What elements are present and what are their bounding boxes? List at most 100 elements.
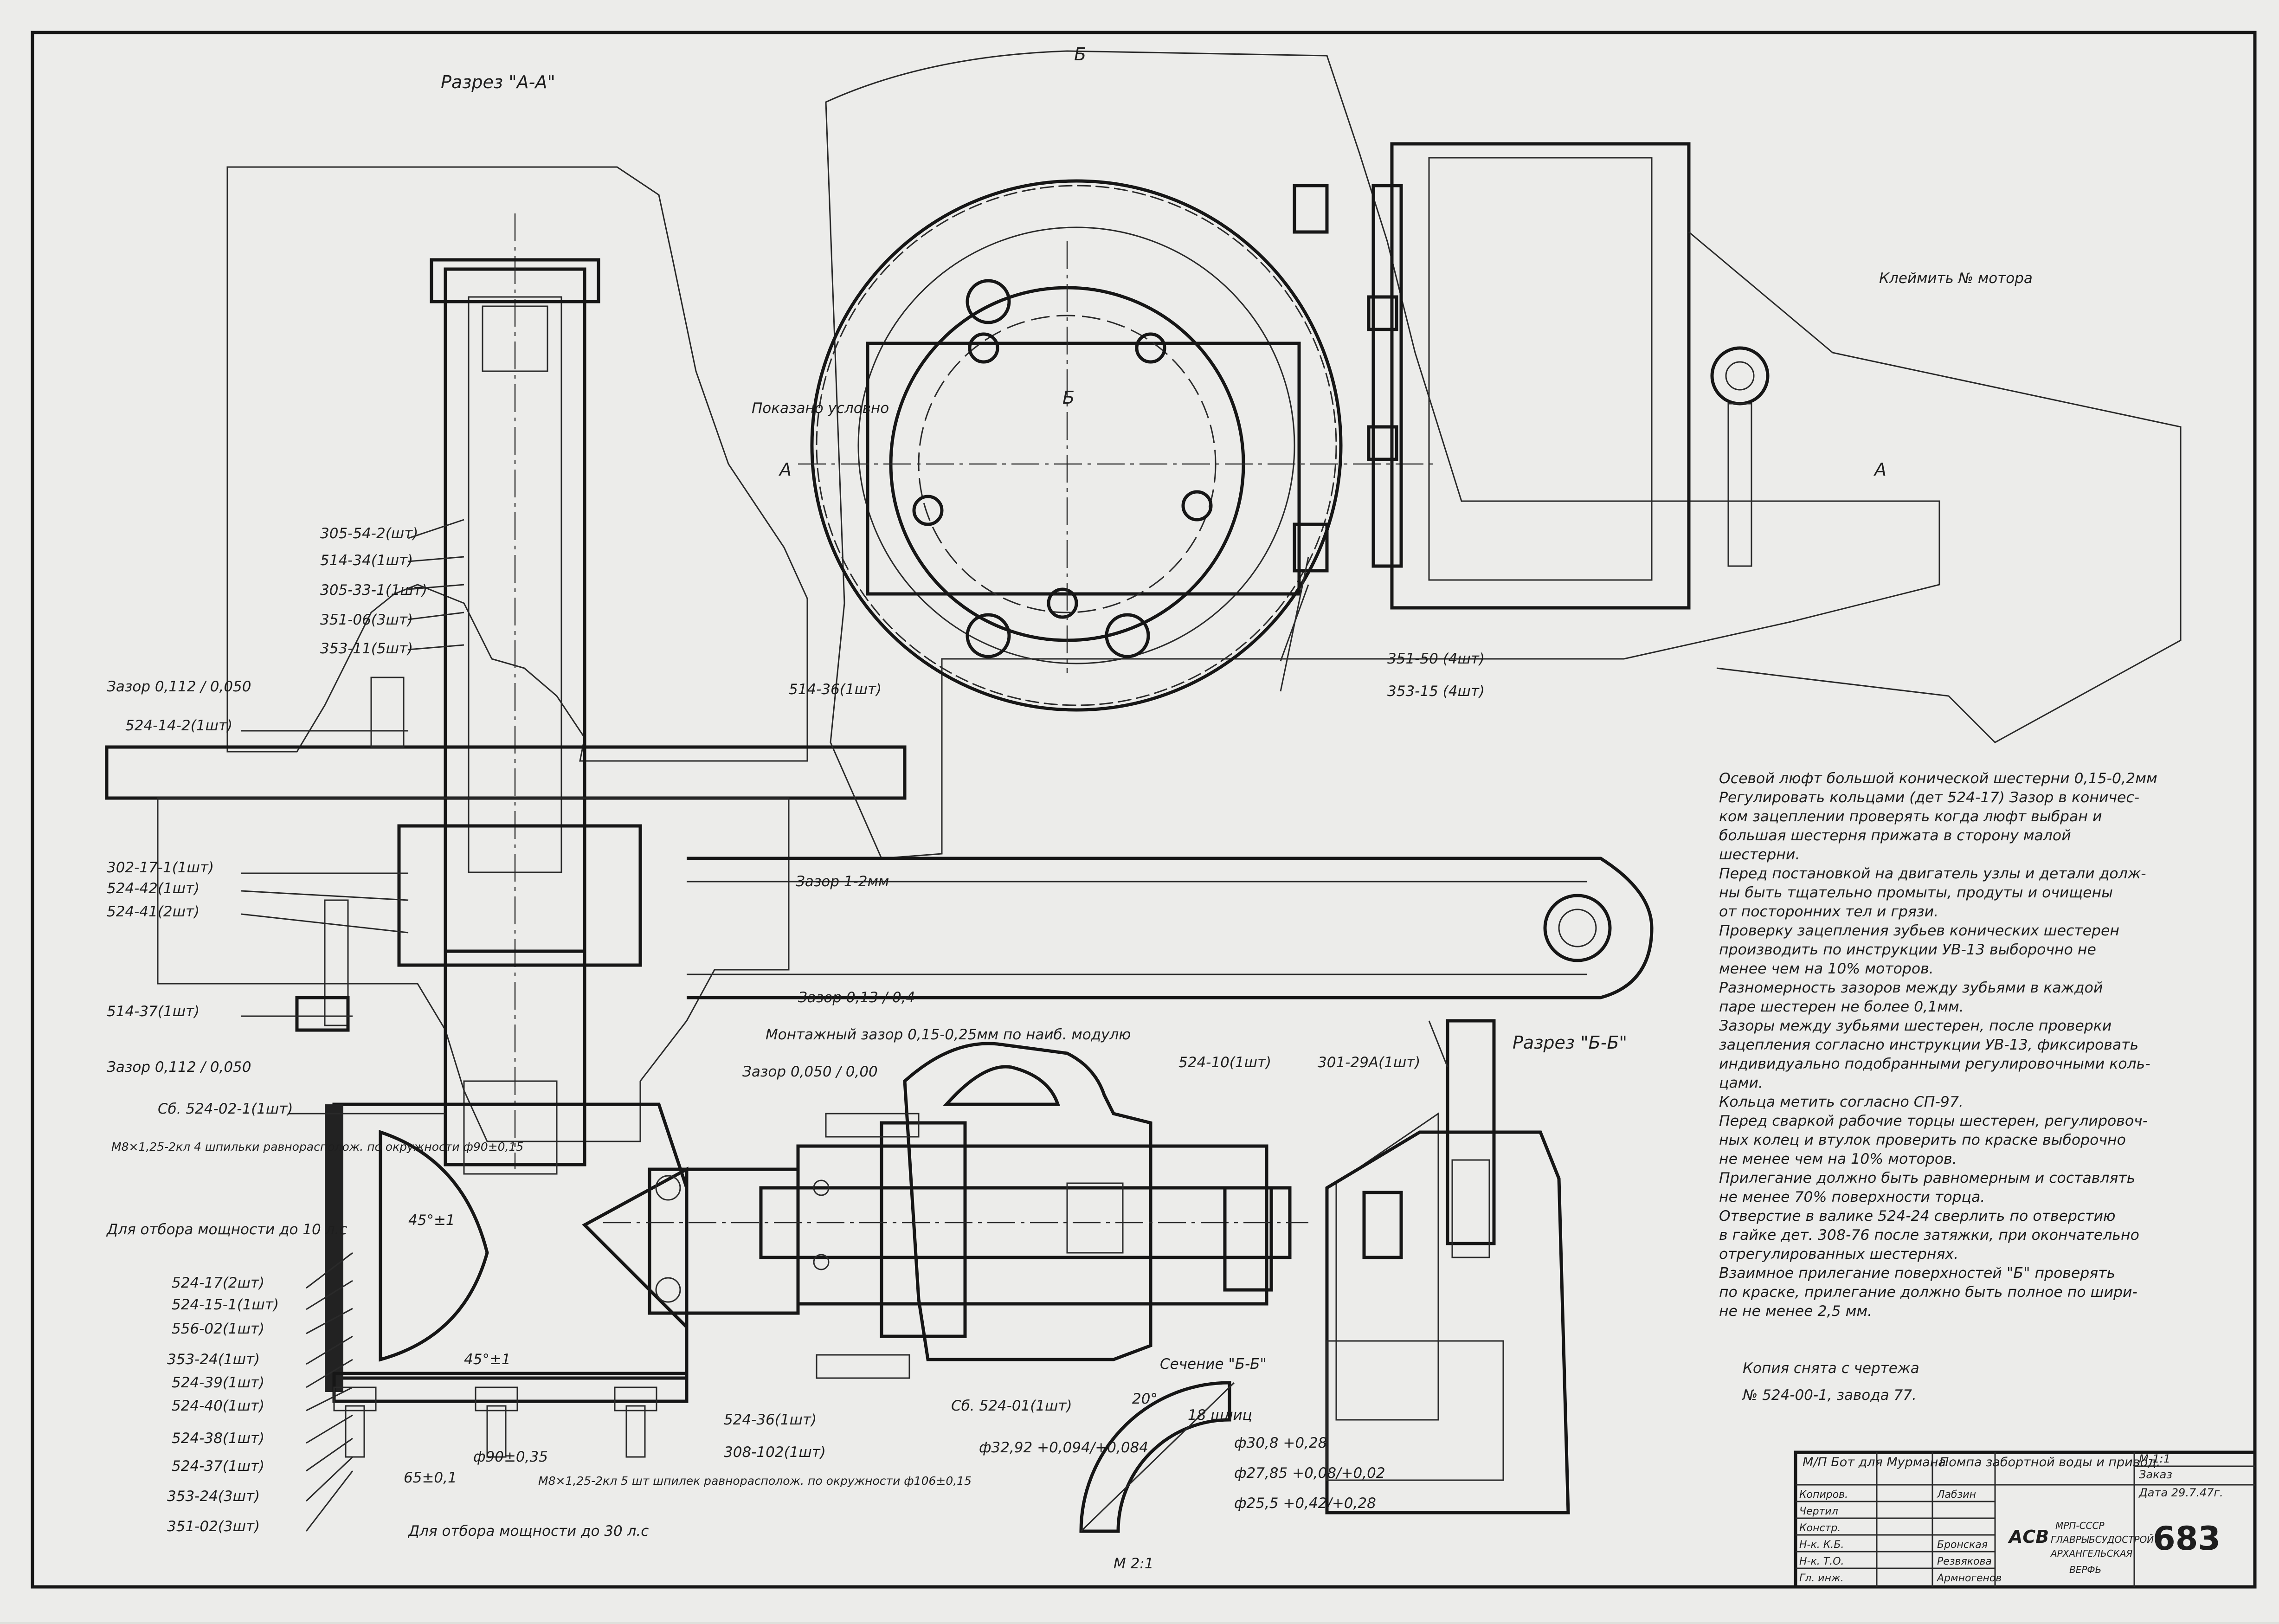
technical-notes: Осевой люфт большой конической шестерни … — [1719, 769, 2243, 1321]
name: Лабзин — [1937, 1489, 1976, 1501]
spline-section — [1079, 1381, 1235, 1533]
power-30-label: Для отбора мощности до 30 л.с — [407, 1523, 649, 1540]
upper-housing — [226, 166, 808, 762]
callout-label: 556-02(1шт) — [172, 1321, 264, 1337]
note-line: большая шестерня прижата в сторону малой — [1719, 827, 2071, 844]
pump-body — [866, 342, 1301, 596]
org-line-1: МРП-СССР — [2055, 1520, 2105, 1531]
callout-label: 514-37(1шт) — [107, 1003, 200, 1020]
note-line: Взаимное прилегание поверхностей "Б" про… — [1719, 1265, 2116, 1282]
callout-label: 524-41(2шт) — [107, 903, 200, 920]
dimension: 45°±1 — [408, 1212, 455, 1229]
note-line: менее чем на 10% моторов. — [1719, 960, 1934, 977]
role: Копиров. — [1799, 1489, 1848, 1501]
callout-label: 302-17-1(1шт) — [107, 859, 214, 876]
callout-label: 353-15 (4шт) — [1387, 683, 1485, 700]
power-labels: Для отбора мощности до 10 л.с Для отбора… — [106, 1140, 972, 1540]
note-line: шестерни. — [1719, 846, 1800, 863]
org-logo: АСВ — [2008, 1527, 2049, 1547]
note-line: производить по инструкции УВ-13 выборочн… — [1719, 941, 2096, 958]
view-b-marker: Б — [1074, 44, 1086, 64]
motor-tag-label: Клеймить № мотора — [1879, 270, 2033, 287]
view-a-marker-left: А — [778, 459, 792, 480]
order: Заказ — [2139, 1468, 2172, 1481]
note-line: Регулировать кольцами (дет 524-17) Зазор… — [1719, 789, 2140, 806]
name: Резвякова — [1937, 1556, 1992, 1567]
note-line: ком зацеплении проверять когда люфт выбр… — [1719, 808, 2102, 825]
callout-label: 524-17(2шт) — [172, 1275, 264, 1291]
note-line: не менее 70% поверхности торца. — [1719, 1189, 1985, 1205]
role: Констр. — [1799, 1522, 1841, 1534]
gap-label: Зазор 0,112 / 0,050 — [107, 1059, 251, 1076]
dimension: М 2:1 — [1114, 1555, 1154, 1572]
motor-eye — [1710, 346, 1770, 406]
name: Армногенов — [1936, 1572, 2002, 1584]
callout-label: 524-38(1шт) — [172, 1430, 264, 1447]
callout-label: 524-15-1(1шт) — [172, 1296, 279, 1313]
dimension: ф25,5 +0,42/+0,28 — [1234, 1495, 1376, 1512]
callout-label: 514-34(1шт) — [320, 552, 413, 569]
note-line: по краске, прилегание должно быть полное… — [1719, 1284, 2137, 1301]
studs-note-1: М8×1,25-2кл 4 шпильки равнорасполож. по … — [111, 1140, 523, 1154]
dimension: 65±0,1 — [404, 1469, 457, 1486]
callout-label: Сб. 524-02-1(1шт) — [158, 1101, 293, 1117]
callout-label: 524-42(1шт) — [107, 880, 200, 897]
callout-label: 351-06(3шт) — [320, 612, 413, 628]
dimension: ф30,8 +0,28 — [1234, 1435, 1327, 1451]
note-line: от посторонних тел и грязи. — [1719, 903, 1939, 920]
view-a-marker-right: А — [1873, 459, 1886, 480]
note-line: не не менее 2,5 мм. — [1719, 1303, 1873, 1320]
note-line: Разномерность зазоров между зубьями в ка… — [1719, 980, 2103, 996]
note-line: индивидуально подобранными регулировочны… — [1719, 1056, 2150, 1072]
section-b-b-label: Сечение "Б-Б" — [1160, 1356, 1267, 1373]
lever-arm — [687, 857, 1654, 999]
org-line-4: ВЕРФЬ — [2069, 1564, 2101, 1575]
right-callouts: 514-36(1шт) 524-10(1шт) 524-36(1шт) 308-… — [724, 651, 1485, 1461]
org-line-3: АРХАНГЕЛЬСКАЯ — [2050, 1548, 2133, 1559]
callout-label: 305-54-2(шт) — [320, 525, 418, 542]
bolt-heads — [912, 279, 1213, 658]
role: Н-к. Т.О. — [1799, 1556, 1844, 1567]
dimension: 18 шлиц — [1188, 1407, 1252, 1424]
callout-label: 514-36(1шт) — [789, 681, 882, 698]
shown-conditionally-label: Показано условно — [752, 400, 889, 417]
callout-label: 353-11(5шт) — [320, 640, 413, 657]
name: Бронская — [1937, 1539, 1988, 1551]
note-line: Перед постановкой на двигатель узлы и де… — [1719, 865, 2146, 882]
section-bb-view — [1325, 1019, 1570, 1514]
copy-note-line-2: № 524-00-1, завода 77. — [1743, 1387, 1917, 1404]
note-line: Перед сваркой рабочие торцы шестерен, ре… — [1719, 1113, 2148, 1129]
leader-lines — [241, 519, 1449, 1532]
note-line: Отверстие в валике 524-24 сверлить по от… — [1719, 1208, 2116, 1224]
note-line: в гайке дет. 308-76 после затяжки, при о… — [1719, 1227, 2139, 1244]
object-name: М/П Бот для Мурмана — [1803, 1455, 1946, 1469]
horizontal-drive-section — [603, 1042, 1308, 1379]
callout-label: 524-37(1шт) — [172, 1458, 264, 1475]
org-line-2: ГЛАВРЫБСУДОСТРОЙ — [2051, 1534, 2154, 1545]
note-line: цами. — [1719, 1075, 1763, 1091]
note-line: ных колец и втулок проверить по краске в… — [1719, 1132, 2126, 1148]
callout-label: Сб. 524-01(1шт) — [951, 1398, 1072, 1414]
bb-housing — [1325, 1130, 1570, 1514]
title-block-text: М/П Бот для Мурмана Помпа забортной воды… — [1799, 1452, 2223, 1584]
mounting-gap-label: Монтажный зазор 0,15-0,25мм по наиб. мод… — [766, 1026, 1131, 1043]
note-line: ны быть тщательно промыты, продуты и очи… — [1719, 884, 2113, 901]
callout-label: 308-102(1шт) — [724, 1444, 826, 1461]
mounting-flange — [105, 745, 907, 800]
title-block — [1794, 1450, 2257, 1589]
section-bb-title: Разрез "Б-Б" — [1513, 1032, 1627, 1053]
plan-view — [798, 50, 2182, 859]
scale: М-1:1 — [2139, 1452, 2170, 1465]
view-b-center-marker: Б — [1062, 387, 1075, 408]
dimension: ф32,92 +0,094/+0,084 — [979, 1439, 1148, 1456]
motor-block — [1390, 142, 1691, 610]
callout-label: 353-24(3шт) — [167, 1488, 260, 1505]
sheet-number: 683 — [2153, 1520, 2221, 1558]
drive-housing — [903, 1042, 1152, 1361]
gap-label: Зазор 1-2мм — [796, 873, 889, 890]
callout-label: 305-33-1(1шт) — [320, 582, 427, 599]
copy-note: Копия снята с чертежа № 524-00-1, завода… — [1743, 1355, 1919, 1409]
dimension: 20° — [1132, 1391, 1158, 1407]
top-cap — [430, 258, 600, 303]
